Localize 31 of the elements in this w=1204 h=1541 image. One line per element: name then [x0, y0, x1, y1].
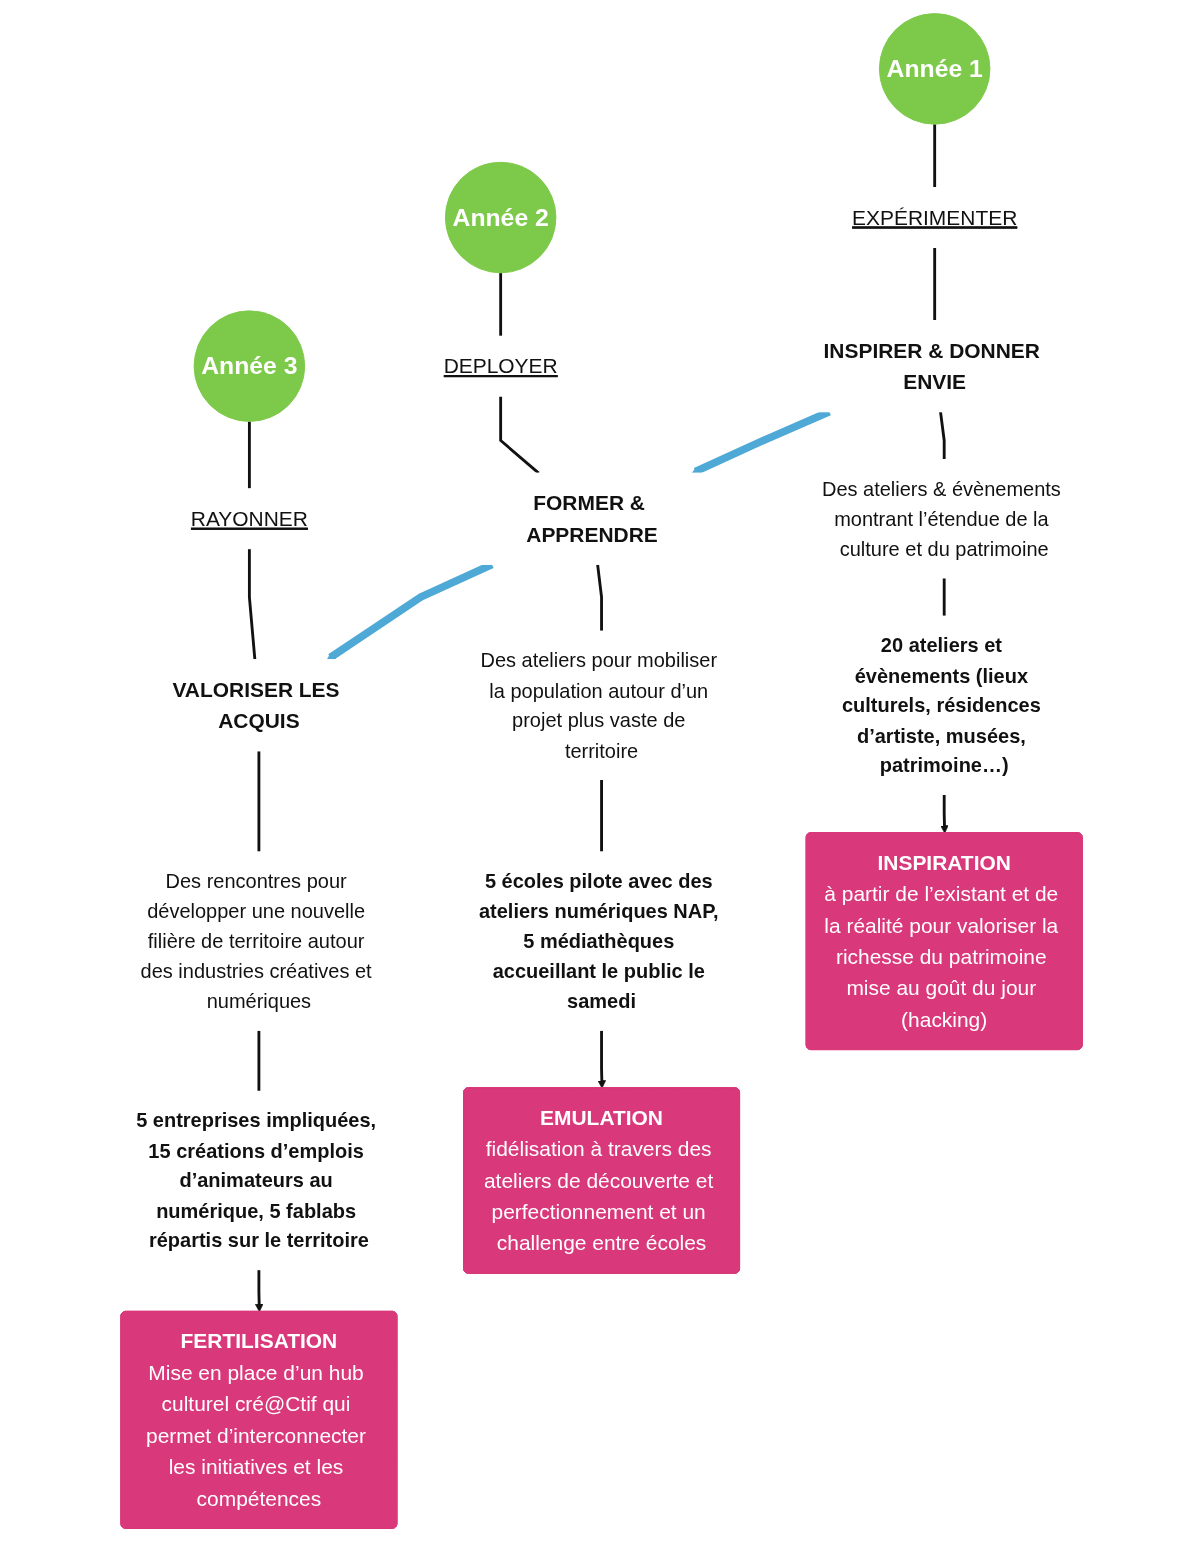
- flowchart-diagram: Année 1 Année 2 Année 3 EXPÉRIMENTER DEPLOYER RAYONNER INSPIRER & DONNER ENVIE FORMER & APPRENDRE VALORISER LES ACQUIS Des ateliers & évènements montrant l’étendue de la culture et du patrimoine Des ateliers pour mobiliser la population autour d’un projet plus vaste de territoire Des rencontres pour développer une nouvelle filière de territoire autour des industries créatives et numériques 20 ateliers et évènements (lieux culturels, résidences d’artiste, musées, patrimoine…) 5 écoles pilote avec des ateliers numériques NAP, 5 médiathèques accueillant le public le samedi 5 entreprises impliquées, 15 créations d’emplois d’animateurs au numérique, 5 fablabs répartis sur le territoire INSPIRATION à partir de l’existant et de la réalité pour valoriser la richesse du patrimoine mise au goût du jour (hacking) EMULATION fidélisation à travers des ateliers de découverte et perfectionnement et un challenge entre écoles FERTILISATION Mise en place d’un hub culturel cré@Ctif qui permet d’interconnecter les initiatives et les compétences: [99, 5, 1105, 1536]
- arrow: [255, 1269, 264, 1312]
- connector: [248, 548, 257, 660]
- node-text: Des rencontres pour développer une nouvelle filière de territoire autour des industries créatives et numériques: [141, 869, 373, 1012]
- node-text: EXPÉRIMENTER: [852, 205, 1018, 229]
- connector: [939, 411, 947, 459]
- node-text: 5 écoles pilote avec des ateliers numériques NAP, 5 médiathèques accueillant le public le samedi: [479, 869, 720, 1012]
- connector: [933, 123, 937, 188]
- connector: [933, 247, 937, 320]
- connector: [257, 750, 261, 852]
- connector: [596, 563, 604, 631]
- connector: [257, 1029, 261, 1091]
- arrow: [598, 1029, 607, 1089]
- connector: [499, 395, 541, 474]
- node-text: 5 entreprises impliquées, 15 créations d’emplois d’animateurs au numérique, 5 fablabs répartis sur le territoire: [136, 1108, 377, 1251]
- connector: [943, 577, 947, 616]
- node-text: DEPLOYER: [444, 353, 559, 378]
- arrow: [940, 794, 950, 833]
- node-text: Des ateliers & évènements montrant l’étendue de la culture et du patrimoine: [822, 477, 1062, 559]
- node-text: FORMER & APPRENDRE: [526, 490, 659, 546]
- node-text: RAYONNER: [191, 506, 309, 531]
- node-text: INSPIRER & DONNER ENVIE: [824, 338, 1041, 394]
- node-circle: [445, 161, 557, 273]
- node-text: Des ateliers pour mobiliser la population autour d’un projet plus vaste de territoire: [480, 648, 718, 761]
- node-circle: [194, 309, 306, 422]
- node-circle: [879, 12, 991, 125]
- connector: [600, 779, 604, 852]
- node-text: 20 ateliers et évènements (lieux culturels, résidences d’artiste, musées, patrimoine…): [842, 633, 1042, 776]
- connector: [499, 272, 503, 336]
- node-text: VALORISER LES ACQUIS: [172, 677, 341, 733]
- connector: [248, 420, 252, 489]
